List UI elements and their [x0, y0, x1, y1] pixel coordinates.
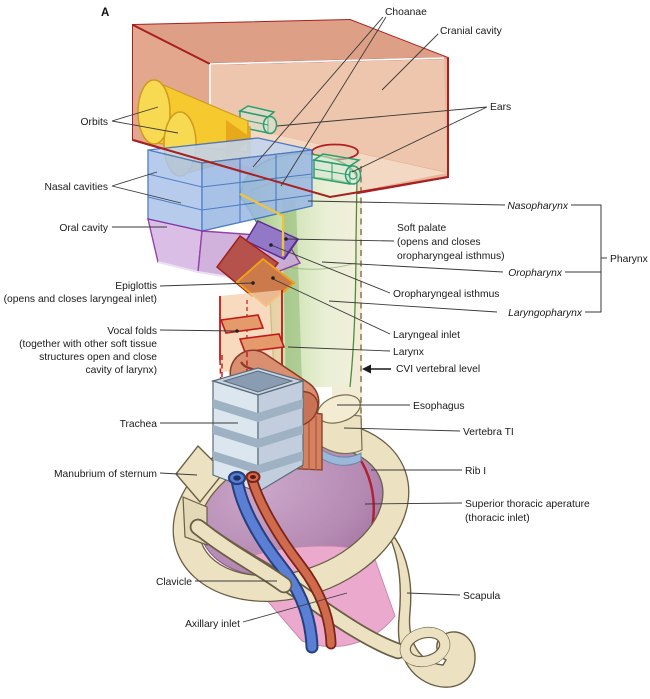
label-rib-1: Rib I: [465, 466, 486, 477]
leader-ears: [276, 106, 488, 173]
leader-laryngopharynx: [328, 300, 498, 313]
label-vocal-folds-2: (together with other soft tissue: [19, 339, 157, 350]
ear-tube-right: [312, 153, 362, 185]
cranial-box-front-edge: [132, 139, 449, 199]
label-laryngopharynx: Laryngopharynx: [508, 308, 583, 319]
label-pharynx: Pharynx: [610, 254, 649, 265]
label-choanae: Choanae: [385, 7, 427, 18]
label-superior-thoracic-aperture-2: (thoracic inlet): [465, 513, 530, 524]
vertebra-t1-shape: [314, 394, 363, 466]
leader-nasal-cavities: [111, 171, 182, 204]
label-manubrium: Manubrium of sternum: [54, 469, 157, 480]
label-larynx: Larynx: [393, 347, 425, 358]
label-soft-palate-1: Soft palate: [397, 223, 447, 234]
label-scapula: Scapula: [463, 591, 500, 602]
leader-manubrium: [159, 472, 198, 476]
leader-scapula: [406, 592, 461, 596]
label-ears: Ears: [490, 102, 511, 113]
label-vocal-folds-3: structures open and close: [39, 352, 157, 363]
vocal-fold-lower: [238, 333, 286, 353]
clavicle-upper-segment: [189, 518, 293, 594]
orbit-left-opening: [137, 79, 171, 145]
intervertebral-disc: [315, 445, 362, 466]
label-cranial-cavity: Cranial cavity: [440, 26, 503, 37]
leader-choanae: [252, 16, 387, 187]
leader-larynx: [287, 346, 391, 352]
soft-palate-shape: [244, 220, 300, 260]
leader-cranial-cavity: [381, 33, 439, 91]
cvi-arrow: [362, 364, 391, 374]
leader-vertebra-t1: [343, 427, 461, 432]
label-superior-thoracic-aperture-1: Superior thoracic aperature: [465, 499, 590, 510]
leader-vocal-folds: [159, 329, 238, 332]
label-clavicle: Clavicle: [156, 577, 192, 588]
pharynx-bracket: [565, 204, 607, 313]
label-soft-palate-3: oropharyngeal isthmus): [397, 251, 505, 262]
leader-nasopharynx: [307, 200, 506, 206]
label-oropharyngeal-isthmus: Oropharyngeal isthmus: [393, 289, 499, 300]
label-orbits: Orbits: [81, 117, 108, 128]
label-axillary-inlet: Axillary inlet: [185, 619, 240, 630]
leader-lines: [111, 16, 506, 623]
panel-letter: A: [101, 7, 109, 19]
leader-oropharynx: [321, 261, 504, 273]
label-vertebra-t1: Vertebra TI: [463, 427, 514, 438]
label-oropharynx: Oropharynx: [508, 268, 563, 279]
label-nasopharynx: Nasopharynx: [507, 201, 569, 212]
label-esophagus: Esophagus: [413, 401, 465, 412]
label-soft-palate-2: (opens and closes: [397, 237, 481, 248]
leader-oropharyngeal-isthmus: [270, 244, 391, 294]
label-laryngeal-inlet: Laryngeal inlet: [393, 330, 460, 341]
vocal-fold-upper: [219, 314, 265, 334]
vein-vessel: [227, 470, 319, 654]
artery-vessel: [245, 471, 337, 650]
leader-orbits: [111, 106, 179, 134]
label-epiglottis-1: Epiglottis: [115, 281, 157, 292]
label-vocal-folds-4: cavity of larynx): [85, 365, 157, 376]
label-cvi-level: CVI vertebral level: [396, 364, 480, 375]
trachea-shape: [210, 367, 306, 494]
label-epiglottis-2: (opens and closes laryngeal inlet): [4, 294, 157, 305]
leader-dots: [235, 237, 288, 333]
scapula-shape: [388, 537, 476, 688]
leader-laryngeal-inlet: [272, 278, 391, 335]
leader-superior-thoracic-aperture: [364, 502, 463, 505]
label-nasal-cavities: Nasal cavities: [44, 182, 108, 193]
label-vocal-folds-1: Vocal folds: [107, 326, 157, 337]
leader-epiglottis: [159, 282, 254, 287]
leader-soft-palate: [285, 238, 395, 242]
label-trachea: Trachea: [120, 419, 158, 430]
label-oral-cavity: Oral cavity: [59, 223, 108, 234]
leader-axillary-inlet: [242, 592, 348, 623]
